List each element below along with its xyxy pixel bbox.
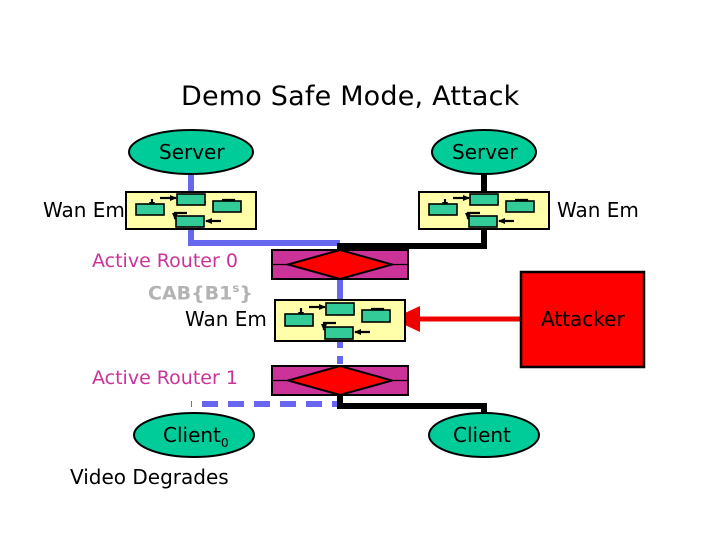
server-left-shape[interactable]: [128, 129, 254, 175]
client-left-shape[interactable]: [133, 412, 255, 458]
wan-emulator-mid-shape[interactable]: [274, 299, 406, 342]
cab-superscript: s: [232, 281, 240, 295]
router-1-shape[interactable]: [271, 364, 409, 397]
video-degrades-note: Video Degrades: [70, 465, 229, 489]
router-0-label: Active Router 0: [92, 250, 238, 272]
server-left-label: Server: [159, 140, 225, 164]
attacker-box-shape[interactable]: [519, 270, 646, 369]
wan-emulator-right-label: Wan Em: [557, 198, 639, 222]
router-0-diamond-icon: [284, 248, 396, 281]
server-right-label: Server: [452, 140, 518, 164]
link-router1-to-client-left: [191, 396, 343, 407]
link-wanem-left-to-router0: [188, 228, 340, 246]
cab-prefix: CAB{B1: [148, 282, 233, 305]
router-0-shape[interactable]: [271, 248, 409, 281]
wan-emulator-left-label: Wan Em: [43, 198, 125, 222]
attacker-label: Attacker: [541, 307, 625, 331]
wan-emulator-left-shape[interactable]: [125, 191, 257, 230]
router-1-diamond-icon: [284, 364, 396, 397]
client-right-shape[interactable]: [428, 412, 540, 458]
cab-suffix: }: [239, 282, 253, 305]
router-1-label: Active Router 1: [92, 367, 238, 389]
client-left-base: Client: [163, 423, 221, 447]
client-left-label: Client0: [163, 425, 229, 449]
wan-emulator-right-shape[interactable]: [418, 191, 550, 230]
client-right-label: Client: [453, 423, 511, 447]
wan-emulator-mid-label: Wan Em: [185, 307, 267, 331]
link-wanem-right-to-router0: [337, 228, 487, 252]
cab-annotation: CAB{B1s}: [148, 281, 253, 305]
client-left-subscript: 0: [220, 435, 229, 450]
page-title: Demo Safe Mode, Attack: [181, 81, 520, 112]
server-right-shape[interactable]: [431, 129, 537, 175]
